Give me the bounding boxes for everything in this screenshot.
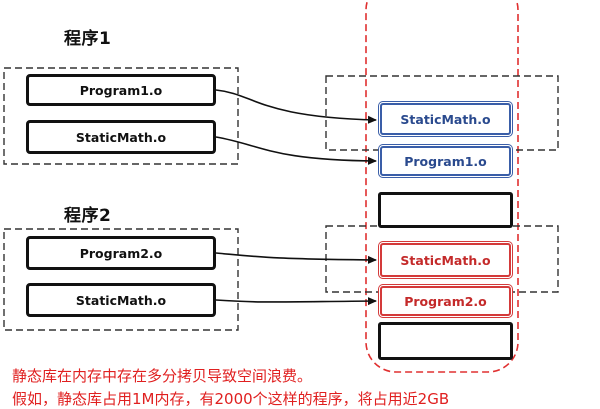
program1-group-frame bbox=[3, 67, 239, 165]
connector-program2-staticmath bbox=[215, 297, 377, 306]
connector-program1-o bbox=[215, 89, 377, 124]
program2-module-program-o[interactable]: Program2.o bbox=[26, 236, 216, 270]
program1-module-staticmath-o[interactable]: StaticMath.o bbox=[26, 120, 216, 154]
memory-block-program2-red[interactable]: Program2.o bbox=[380, 286, 511, 316]
connector-program2-o bbox=[215, 252, 377, 264]
memory-block-staticmath-blue[interactable]: StaticMath.o bbox=[380, 103, 511, 135]
program1-heading: 程序1 bbox=[64, 29, 112, 49]
memory-block-empty-2[interactable] bbox=[378, 322, 513, 360]
program2-heading: 程序2 bbox=[64, 206, 112, 226]
program2-group-frame bbox=[3, 228, 239, 331]
memory-block-program1-blue[interactable]: Program1.o bbox=[380, 146, 511, 176]
program1-module-program-o[interactable]: Program1.o bbox=[26, 74, 216, 106]
memory-block-staticmath-red[interactable]: StaticMath.o bbox=[380, 243, 511, 277]
connector-program1-staticmath bbox=[215, 136, 377, 165]
memory-block-empty-1[interactable] bbox=[378, 192, 513, 228]
program2-module-staticmath-o[interactable]: StaticMath.o bbox=[26, 283, 216, 317]
memory-region bbox=[365, 0, 519, 373]
caption-line-1: 静态库在内存中存在多分拷贝导致空间浪费。 bbox=[12, 367, 313, 385]
caption-line-2: 假如，静态库占用1M内存，有2000个这样的程序，将占用近2GB bbox=[12, 390, 450, 408]
